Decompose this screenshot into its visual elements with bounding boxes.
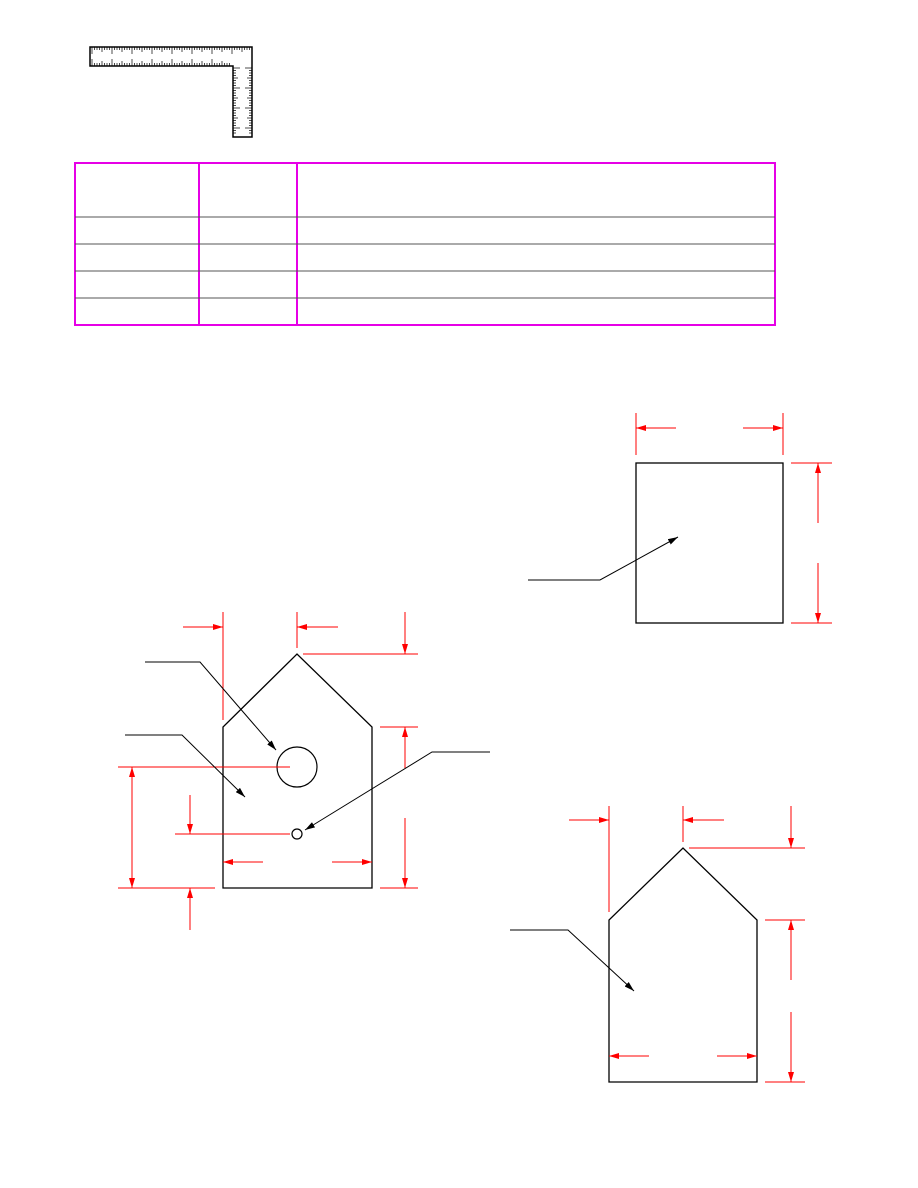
house-plain-dimensions [569,806,805,1083]
part-house-with-holes [118,612,490,930]
small-hole [291,828,303,840]
rectangle-width-dimension [635,413,784,455]
house-outline [608,847,758,1083]
large-hole-leader [145,661,277,751]
part-rectangle [528,413,832,624]
house-centerline-dimensions [118,612,418,930]
house-plain-leader [510,929,635,992]
rectangle-outline [635,462,784,624]
part-house-plain [510,806,805,1083]
parts-table [74,162,776,326]
house-face-leader [125,734,246,798]
house-outline [222,653,373,889]
rectangle-leader [528,536,679,581]
scale-ruler-icon [89,46,253,138]
small-hole-leader [304,751,490,831]
rectangle-height-dimension [791,462,832,624]
